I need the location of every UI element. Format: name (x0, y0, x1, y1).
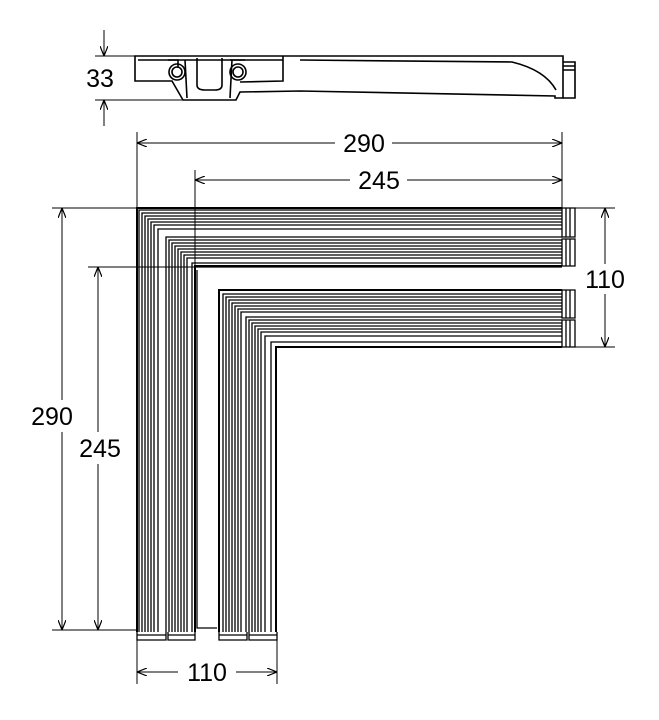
profile-line (237, 308, 562, 632)
profile-line (186, 257, 562, 632)
profile-line (136, 207, 562, 632)
end-cap (561, 319, 576, 348)
end-cap (248, 632, 278, 641)
profile-line (157, 228, 562, 632)
end-cap (561, 289, 576, 319)
profile-line (245, 316, 562, 632)
profile-line (147, 218, 562, 632)
profile-line (153, 224, 562, 632)
overall-length-top-label: 290 (343, 130, 385, 158)
end-cap (561, 238, 576, 267)
profile-line (141, 212, 562, 632)
profile-line (191, 262, 562, 632)
profile-line (180, 251, 562, 632)
profile-line (251, 322, 562, 632)
inner-length-top-label: 245 (358, 167, 400, 195)
profile-line (150, 221, 562, 632)
profile-line (275, 346, 562, 632)
profile-line (225, 296, 562, 632)
profile-line (177, 248, 562, 632)
overall-length-left-label: 290 (31, 403, 73, 431)
width-bottom-label: 110 (187, 659, 227, 687)
profile-line (260, 331, 562, 632)
inner-length-left-label: 245 (79, 435, 121, 463)
corner-plan-view (136, 207, 576, 641)
end-cap (136, 632, 167, 641)
profile-line (248, 319, 562, 632)
profile-line (240, 311, 562, 632)
profile-line (257, 328, 562, 632)
profile-line (174, 245, 562, 632)
profile-line (194, 265, 562, 632)
dimension-lines (52, 132, 615, 684)
profile-line (144, 215, 562, 632)
side-profile (134, 55, 576, 101)
end-cap (561, 207, 576, 238)
end-cap (167, 632, 196, 641)
profile-line (165, 236, 562, 632)
profile-line (234, 305, 562, 632)
end-cap (218, 632, 248, 641)
profile-line (228, 299, 562, 632)
profile-line (264, 335, 562, 632)
end-cap (195, 266, 562, 629)
profile-line (231, 302, 562, 632)
profile-line (218, 289, 562, 632)
profile-line (171, 242, 562, 632)
profile-line (254, 325, 562, 632)
profile-line (183, 254, 562, 632)
profile-line (168, 239, 562, 632)
profile-line (222, 293, 562, 632)
height-dimension (95, 30, 183, 126)
profile-line (138, 209, 562, 632)
profile-line (270, 341, 562, 632)
width-right-label: 110 (585, 266, 625, 294)
profile-height-label: 33 (86, 65, 114, 93)
